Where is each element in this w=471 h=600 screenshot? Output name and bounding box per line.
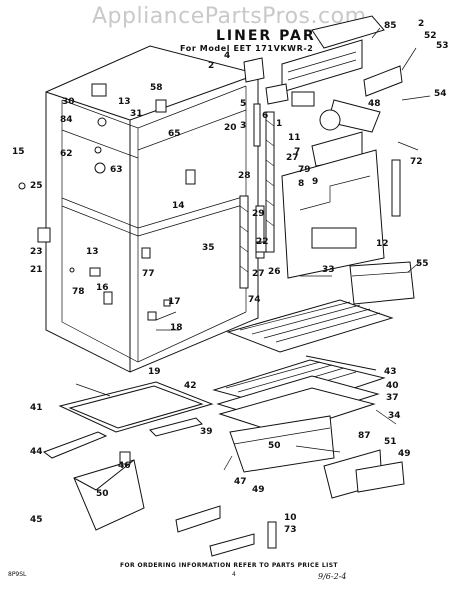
part-label-4: 4 bbox=[224, 51, 231, 61]
part-label-3: 3 bbox=[240, 121, 247, 131]
part-label-47: 47 bbox=[234, 477, 247, 487]
part-label-50: 50 bbox=[268, 441, 281, 451]
ordering-note: FOR ORDERING INFORMATION REFER TO PARTS … bbox=[120, 562, 338, 569]
part-label-12: 12 bbox=[376, 239, 389, 249]
part-label-19: 19 bbox=[148, 367, 161, 377]
part-label-53: 53 bbox=[436, 41, 449, 51]
part-label-50b: 50 bbox=[96, 489, 109, 499]
part-label-37: 37 bbox=[386, 393, 399, 403]
part-label-44: 44 bbox=[30, 447, 43, 457]
watermark: AppliancePartsPros.com bbox=[92, 4, 367, 29]
catalog-code: 8P9SL bbox=[8, 571, 27, 578]
part-label-52: 52 bbox=[424, 31, 437, 41]
part-label-78: 78 bbox=[72, 287, 85, 297]
part-label-17: 17 bbox=[168, 297, 181, 307]
part-label-5: 5 bbox=[240, 99, 247, 109]
part-label-18: 18 bbox=[170, 323, 183, 333]
part-label-39: 39 bbox=[200, 427, 213, 437]
part-label-48: 48 bbox=[368, 99, 381, 109]
part-label-43: 43 bbox=[384, 367, 397, 377]
cabinet-liner bbox=[18, 45, 259, 373]
part-label-85: 85 bbox=[384, 21, 397, 31]
wire-shelves bbox=[212, 299, 394, 435]
part-label-65: 65 bbox=[168, 129, 181, 139]
part-label-28: 28 bbox=[238, 171, 251, 181]
part-label-27b: 27 bbox=[286, 153, 299, 163]
model-line: For Model EET 171VKWR-2 bbox=[180, 44, 314, 53]
part-label-63: 63 bbox=[110, 165, 123, 175]
part-label-49b: 49 bbox=[252, 485, 265, 495]
part-label-31: 31 bbox=[130, 109, 143, 119]
freezer-bins-assembly bbox=[243, 15, 403, 279]
part-label-33: 33 bbox=[322, 265, 335, 275]
part-label-42: 42 bbox=[184, 381, 197, 391]
part-label-23: 23 bbox=[30, 247, 43, 257]
part-label-87: 87 bbox=[358, 431, 371, 441]
handwritten-note: 9/6-2-4 bbox=[318, 572, 347, 581]
trim-strips bbox=[239, 111, 275, 289]
part-label-40: 40 bbox=[386, 381, 399, 391]
part-label-27: 27 bbox=[252, 269, 265, 279]
part-label-26: 26 bbox=[268, 267, 281, 277]
part-label-14: 14 bbox=[172, 201, 185, 211]
part-label-9: 9 bbox=[312, 177, 319, 187]
part-label-49: 49 bbox=[398, 449, 411, 459]
part-label-41: 41 bbox=[30, 403, 43, 413]
part-label-16: 16 bbox=[96, 283, 109, 293]
lower-crispers bbox=[175, 415, 405, 557]
leader-lines bbox=[75, 27, 431, 471]
part-label-6: 6 bbox=[262, 111, 269, 121]
part-label-55: 55 bbox=[416, 259, 429, 269]
glass-shelf-and-crisper bbox=[42, 381, 214, 531]
part-label-20: 20 bbox=[224, 123, 237, 133]
part-label-77: 77 bbox=[142, 269, 155, 279]
part-label-25: 25 bbox=[30, 181, 43, 191]
part-label-62: 62 bbox=[60, 149, 73, 159]
part-label-21: 21 bbox=[30, 265, 43, 275]
part-label-1: 1 bbox=[276, 119, 283, 129]
part-label-34: 34 bbox=[388, 411, 401, 421]
part-label-74: 74 bbox=[248, 295, 261, 305]
part-label-79: 79 bbox=[298, 165, 311, 175]
part-label-8: 8 bbox=[298, 179, 305, 189]
part-label-51: 51 bbox=[384, 437, 397, 447]
part-label-13b: 13 bbox=[86, 247, 99, 257]
part-label-84: 84 bbox=[60, 115, 73, 125]
part-label-29: 29 bbox=[252, 209, 265, 219]
part-label-13: 13 bbox=[118, 97, 131, 107]
part-label-46: 46 bbox=[118, 461, 131, 471]
part-label-58: 58 bbox=[150, 83, 163, 93]
part-label-15: 15 bbox=[12, 147, 25, 157]
part-label-2b: 2 bbox=[208, 61, 215, 71]
part-label-7: 7 bbox=[294, 147, 301, 157]
part-label-2: 2 bbox=[418, 19, 425, 29]
part-label-45: 45 bbox=[30, 515, 43, 525]
part-label-72: 72 bbox=[410, 157, 423, 167]
part-label-54: 54 bbox=[434, 89, 447, 99]
part-label-22: 22 bbox=[256, 237, 269, 247]
part-label-30: 30 bbox=[62, 97, 75, 107]
part-label-73: 73 bbox=[284, 525, 297, 535]
small-bin bbox=[349, 261, 415, 305]
part-label-10: 10 bbox=[284, 513, 297, 523]
part-label-35: 35 bbox=[202, 243, 215, 253]
diagram-title: LINER PARTS bbox=[216, 28, 339, 44]
part-label-11: 11 bbox=[288, 133, 301, 143]
page-number: 4 bbox=[232, 571, 236, 578]
